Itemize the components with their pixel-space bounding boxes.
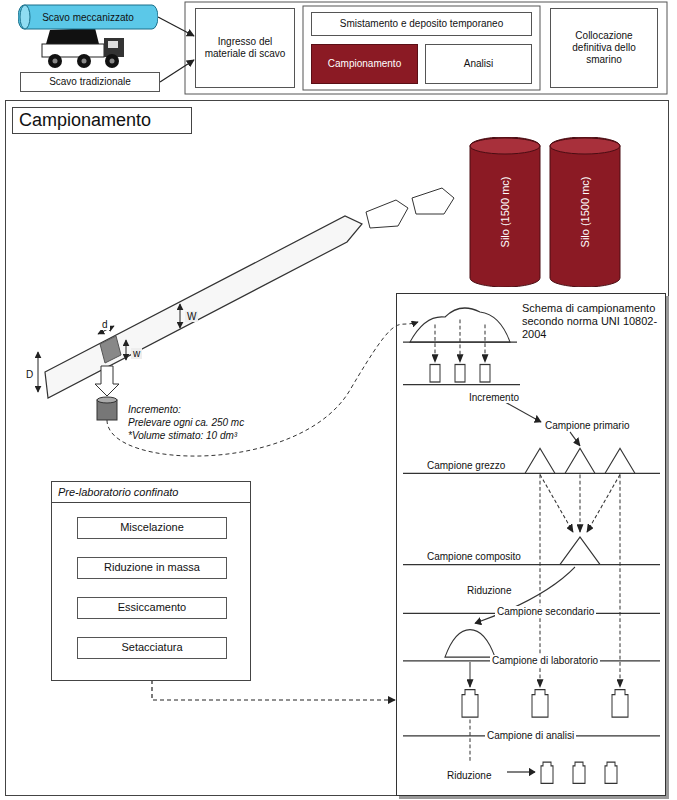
node-text: Silo (1500 mc) [579, 177, 591, 248]
process-box: Setacciatura [77, 637, 227, 659]
section-panel: CampionamentoSilo (1500 mc) Silo (1500 mc… [5, 100, 669, 796]
sampler [95, 322, 418, 456]
node-text: Schema di campionamento secondo norma UN… [522, 302, 660, 342]
truck-icon [42, 28, 124, 68]
silo: Silo (1500 mc) [549, 137, 621, 287]
node-text: Campionamento [12, 107, 192, 134]
node-text: Silo (1500 mc) [499, 177, 511, 248]
label-holder: D [24, 364, 35, 382]
process-box: Ingresso del materiale di scavo [195, 8, 295, 88]
stage-label: Campione grezzo [425, 460, 507, 471]
stage-label: Campione primario [543, 420, 631, 431]
label-holder: Campione secondario [495, 601, 596, 619]
node-text: Riduzione in massa [104, 561, 200, 574]
stage-label: Campione di laboratorio [490, 655, 600, 666]
label-holder: W [185, 306, 198, 324]
stage-label: Campione secondario [495, 606, 596, 617]
node-text: Campionamento [328, 58, 401, 70]
node-text: Scavo tradizionale [49, 76, 131, 88]
node-text: Analisi [464, 58, 493, 70]
note-text: Incremento: [126, 404, 183, 415]
node-text: Ingresso del materiale di scavo [200, 36, 290, 60]
process-box: Essiccamento [77, 597, 227, 619]
process-frame [185, 2, 667, 94]
scheme-panel: Schema di campionamento secondo norma UN… [396, 293, 666, 796]
label-holder: Riduzione [445, 765, 493, 783]
process-section [303, 6, 540, 90]
label-holder: Incremento: [126, 399, 183, 417]
flow-arrow [158, 17, 194, 36]
label-holder: Campione primario [543, 415, 631, 433]
node-text: Miscelazione [120, 521, 184, 534]
dimension-label: d [100, 319, 110, 330]
label-holder: Campione di analisi [485, 725, 576, 743]
active-step-box: Campionamento [311, 44, 418, 84]
note-text: *Volume stimato: 10 dm³ [126, 430, 239, 441]
flow-arrow [160, 60, 194, 82]
label-holder: Campione composito [425, 546, 523, 564]
process-box: Miscelazione [77, 517, 227, 539]
stage-label: Riduzione [465, 585, 513, 596]
process-box: Smistamento e deposito temporaneo [311, 12, 532, 36]
sampling-scheme [403, 308, 660, 783]
stage-label: Riduzione [445, 770, 493, 781]
lab-panel: Pre-laboratorio confinatoMiscelazioneRid… [51, 481, 251, 681]
stage-label: Campione di analisi [485, 730, 576, 741]
label-holder: Campione grezzo [425, 455, 507, 473]
node-text: Setacciatura [121, 641, 182, 654]
label-holder: Riduzione [465, 580, 513, 598]
label-holder: Incremento [467, 387, 521, 405]
node-text: Scavo meccanizzato [42, 12, 134, 23]
tbm-cylinder: Scavo meccanizzato [18, 4, 158, 30]
dimension-label: w [131, 348, 142, 359]
process-box: Riduzione in massa [77, 557, 227, 579]
node-text: Smistamento e deposito temporaneo [340, 18, 503, 30]
label-holder: w [131, 343, 142, 361]
dimension-label: D [24, 369, 35, 380]
label-holder: d [100, 314, 110, 332]
dimension-label: W [185, 311, 198, 322]
stage-label: Campione composito [425, 551, 523, 562]
label-holder: Campione di laboratorio [490, 650, 600, 668]
silo: Silo (1500 mc) [469, 137, 541, 287]
conveyor-belt [45, 188, 454, 398]
node-text: Collocazione definitiva dello smarino [555, 30, 653, 66]
process-box: Analisi [425, 44, 532, 84]
node-text: Pre-laboratorio confinato [52, 482, 250, 503]
process-box: Collocazione definitiva dello smarino [550, 8, 658, 88]
node-text: Essiccamento [118, 601, 186, 614]
stage-label: Incremento [467, 392, 521, 403]
note-text: Prelevare ogni ca. 250 mc [126, 417, 246, 428]
process-box: Scavo tradizionale [20, 72, 160, 92]
